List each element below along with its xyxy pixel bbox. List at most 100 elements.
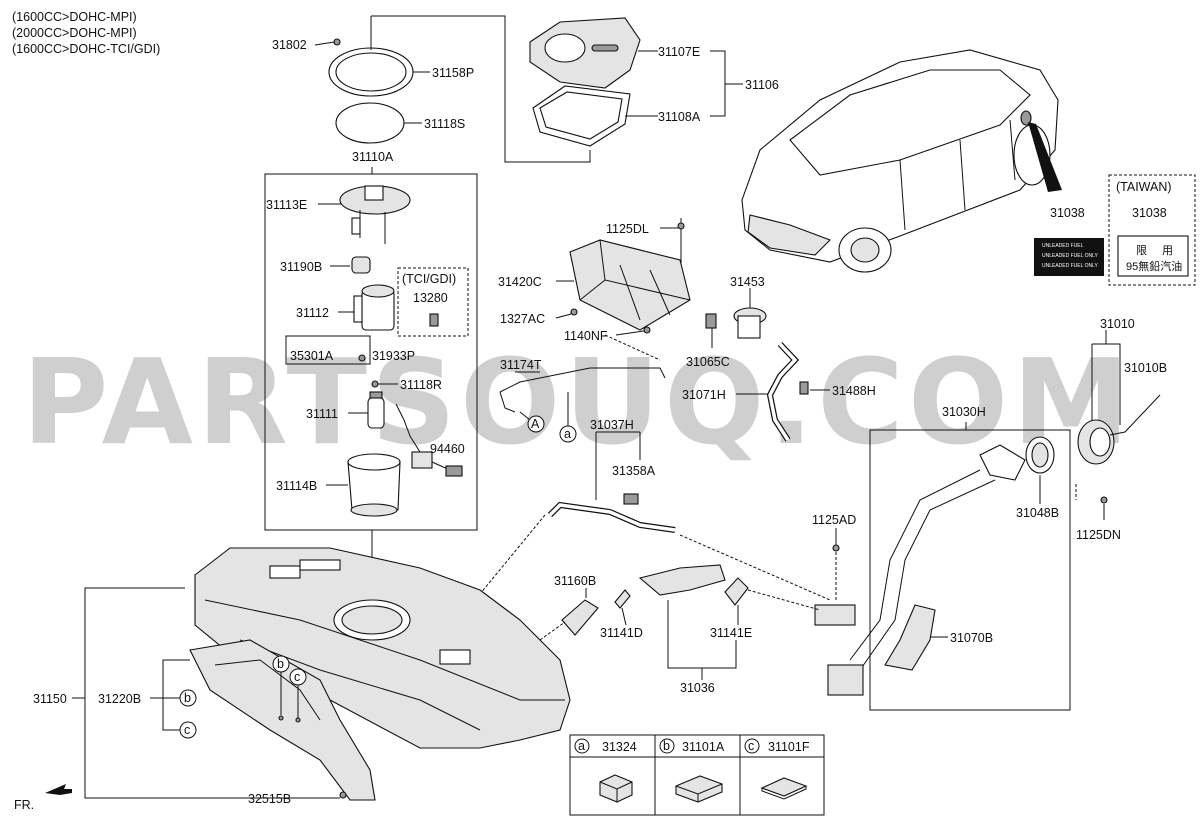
label-31488H: 31488H xyxy=(832,384,876,398)
label-31010B: 31010B xyxy=(1124,361,1167,375)
vapor-hose-31071H[interactable] xyxy=(766,341,800,442)
fuel-pump-motor-31111[interactable] xyxy=(367,391,385,429)
pressure-regulator-13280[interactable] xyxy=(429,313,439,327)
fuel-sender-94460[interactable] xyxy=(395,403,463,477)
valve-31065C[interactable] xyxy=(705,313,717,329)
label-31010: 31010 xyxy=(1100,317,1135,331)
fill-hose-31037H[interactable] xyxy=(547,493,676,533)
tci-gdi-label: (TCI/GDI) xyxy=(402,272,456,286)
hose-31036[interactable] xyxy=(638,564,726,596)
legend-a-part: 31324 xyxy=(602,740,637,754)
label-31065C: 31065C xyxy=(686,355,730,369)
engine-note-2: (2000CC>DOHC-MPI) xyxy=(12,26,137,40)
bolt-1125DN[interactable] xyxy=(1100,496,1108,504)
svg-text:UNLEADED FUEL: UNLEADED FUEL xyxy=(1042,243,1084,249)
legend-c-part: 31101F xyxy=(768,740,810,754)
seal-31118R[interactable] xyxy=(371,380,379,388)
taiwan-group-box xyxy=(1108,174,1196,286)
legend-b-badge xyxy=(659,738,675,754)
label-31118S: 31118S xyxy=(424,117,465,131)
taiwan-label-line-2: 95無鉛汽油 xyxy=(1126,259,1182,273)
fuel-filter-assembly-31112[interactable] xyxy=(353,284,395,331)
taiwan-label: (TAIWAN) xyxy=(1116,180,1172,194)
fuel-pump-module-box xyxy=(264,173,478,531)
bolt-1140NF[interactable] xyxy=(643,326,651,334)
callout-b-left-letter: b xyxy=(184,691,191,705)
fuel-line-31160B[interactable] xyxy=(561,599,599,636)
callout-c-left[interactable] xyxy=(179,721,197,739)
fuel-warning-label[interactable] xyxy=(1034,238,1104,276)
label-31141D: 31141D xyxy=(600,626,643,640)
label-31158P: 31158P xyxy=(432,66,474,80)
vapor-tube-31174T[interactable] xyxy=(499,367,666,413)
bolt-1125DL[interactable] xyxy=(677,222,685,230)
callout-a[interactable] xyxy=(559,425,577,443)
o-ring-31933P[interactable] xyxy=(358,354,366,362)
fuel-cap-31010[interactable] xyxy=(1077,394,1161,465)
label-31037H: 31037H xyxy=(590,418,634,432)
callout-b-tank-letter: b xyxy=(277,657,284,671)
fuel-tank-31150[interactable] xyxy=(194,547,571,749)
pump-flange-plate[interactable] xyxy=(328,47,414,97)
legend-c-letter: c xyxy=(748,739,754,753)
pump-gasket-ring[interactable] xyxy=(335,102,405,144)
canister-filter-31453[interactable] xyxy=(733,307,767,339)
taiwan-label-char-2: 用 xyxy=(1162,245,1173,257)
nut-1327AC[interactable] xyxy=(570,308,578,316)
taiwan-fuel-label[interactable] xyxy=(1117,235,1189,277)
bolt-1125AD[interactable] xyxy=(832,544,840,552)
label-31110A: 31110A xyxy=(352,150,394,164)
callout-b-left[interactable] xyxy=(179,689,197,707)
legend-b-letter: b xyxy=(663,739,670,753)
label-31118R: 31118R xyxy=(400,378,442,392)
label-35301A: 35301A xyxy=(290,349,334,363)
label-31114B: 31114B xyxy=(276,479,317,493)
fuel-filter-31190B[interactable] xyxy=(351,256,371,274)
label-31802: 31802 xyxy=(272,38,307,52)
clamp-31141D[interactable] xyxy=(614,589,631,609)
svg-text:UNLEADED FUEL ONLY: UNLEADED FUEL ONLY xyxy=(1042,263,1099,269)
label-31141E: 31141E xyxy=(710,626,752,640)
label-1140NF: 1140NF xyxy=(564,329,608,343)
legend-a-letter: a xyxy=(578,739,585,753)
pump-module-flange[interactable] xyxy=(339,185,411,244)
legend-c-badge xyxy=(744,738,760,754)
callout-A[interactable] xyxy=(527,415,545,433)
taiwan-label-char-1: 限 xyxy=(1136,244,1147,257)
label-31070B: 31070B xyxy=(950,631,993,645)
label-31071H: 31071H xyxy=(682,388,726,402)
filler-bracket-31048B[interactable] xyxy=(1025,436,1055,474)
legend-clip-31324[interactable] xyxy=(599,774,633,803)
label-31160B: 31160B xyxy=(554,574,596,588)
clip-31488H[interactable] xyxy=(799,381,809,395)
label-31113E: 31113E xyxy=(266,198,307,212)
label-1125DN: 1125DN xyxy=(1076,528,1121,542)
legend-b-part: 31101A xyxy=(682,740,725,754)
label-31107E: 31107E xyxy=(658,45,700,59)
tank-cover-seal[interactable] xyxy=(532,85,631,147)
label-31453: 31453 xyxy=(730,275,765,289)
label-31358A: 31358A xyxy=(612,464,656,478)
pump-reservoir-31114B[interactable] xyxy=(347,453,401,517)
bolt-32515B[interactable] xyxy=(339,791,347,799)
callout-c-tank-letter: c xyxy=(294,670,300,684)
label-31038-taiwan: 31038 xyxy=(1132,206,1167,220)
clamp-31141E[interactable] xyxy=(724,577,749,606)
label-32515B: 32515B xyxy=(248,792,291,806)
bolt-31802[interactable] xyxy=(333,38,341,46)
tci-gdi-group-box xyxy=(397,267,469,337)
label-1125DL: 1125DL xyxy=(606,222,649,236)
legend-a-badge xyxy=(574,738,590,754)
watermark: PARTSOUQ.COM xyxy=(22,333,1134,471)
legend-pad-31101A[interactable] xyxy=(675,775,723,803)
filler-shield-31070B[interactable] xyxy=(884,604,936,671)
engine-note-1: (1600CC>DOHC-MPI) xyxy=(12,10,137,24)
filler-neck-31030H[interactable] xyxy=(814,444,1026,696)
legend-pad-31101F[interactable] xyxy=(760,777,808,800)
svg-text:UNLEADED FUEL ONLY: UNLEADED FUEL ONLY xyxy=(1042,253,1099,259)
sender-bracket xyxy=(285,335,371,365)
front-arrow-icon xyxy=(45,784,72,795)
tank-cover-plate[interactable] xyxy=(529,17,641,89)
label-31108A: 31108A xyxy=(658,110,701,124)
canister-31420C[interactable] xyxy=(569,239,691,331)
